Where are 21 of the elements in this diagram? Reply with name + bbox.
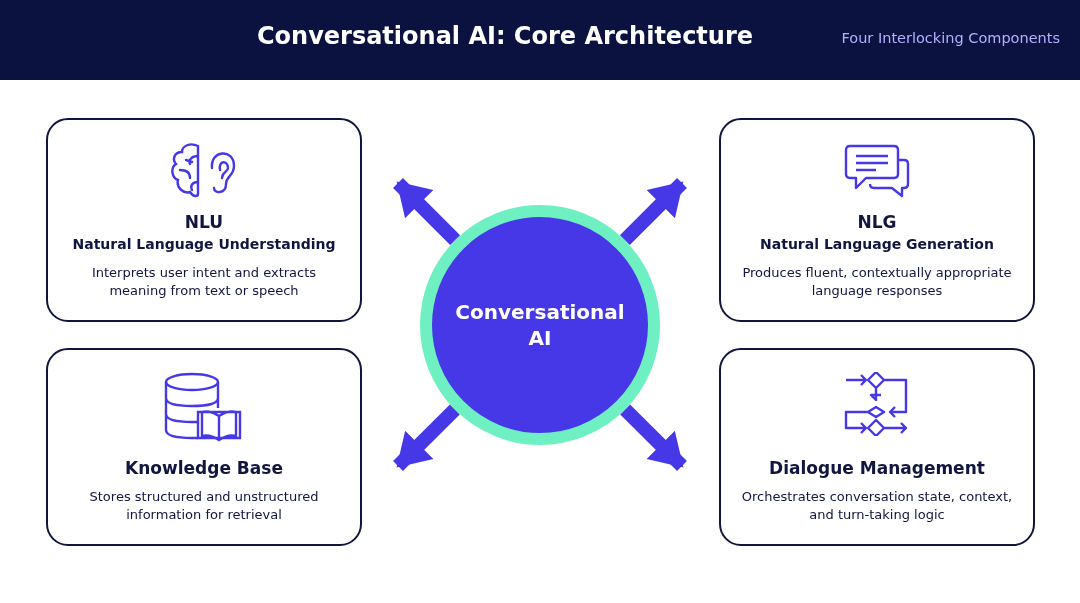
card-subtitle: Natural Language Understanding — [71, 236, 337, 252]
arrow — [619, 178, 687, 246]
card-description: Produces fluent, contextually appropriate language responses — [741, 264, 1013, 300]
card-subtitle: Natural Language Generation — [759, 236, 995, 252]
card-title: NLG — [856, 212, 898, 232]
card-title: Knowledge Base — [124, 458, 284, 478]
card-description: Stores structured and unstructured information for retrieval — [88, 488, 320, 524]
component-card — [46, 118, 362, 322]
arrow — [620, 404, 687, 471]
card-title: Dialogue Management — [768, 458, 986, 478]
component-card — [719, 348, 1035, 546]
card-description: Interprets user intent and extracts meaning from text or speech — [90, 264, 318, 300]
arrow — [393, 404, 460, 471]
component-card — [46, 348, 362, 546]
card-title: NLU — [183, 212, 225, 232]
hub-label: Conversational AI — [455, 299, 625, 351]
component-card — [719, 118, 1035, 322]
subtitle: Four Interlocking Components — [840, 30, 1060, 46]
card-description: Orchestrates conversation state, context, and turn-taking logic — [741, 488, 1013, 524]
title: Conversational AI: Core Architecture — [255, 22, 755, 50]
arrow — [393, 178, 461, 246]
